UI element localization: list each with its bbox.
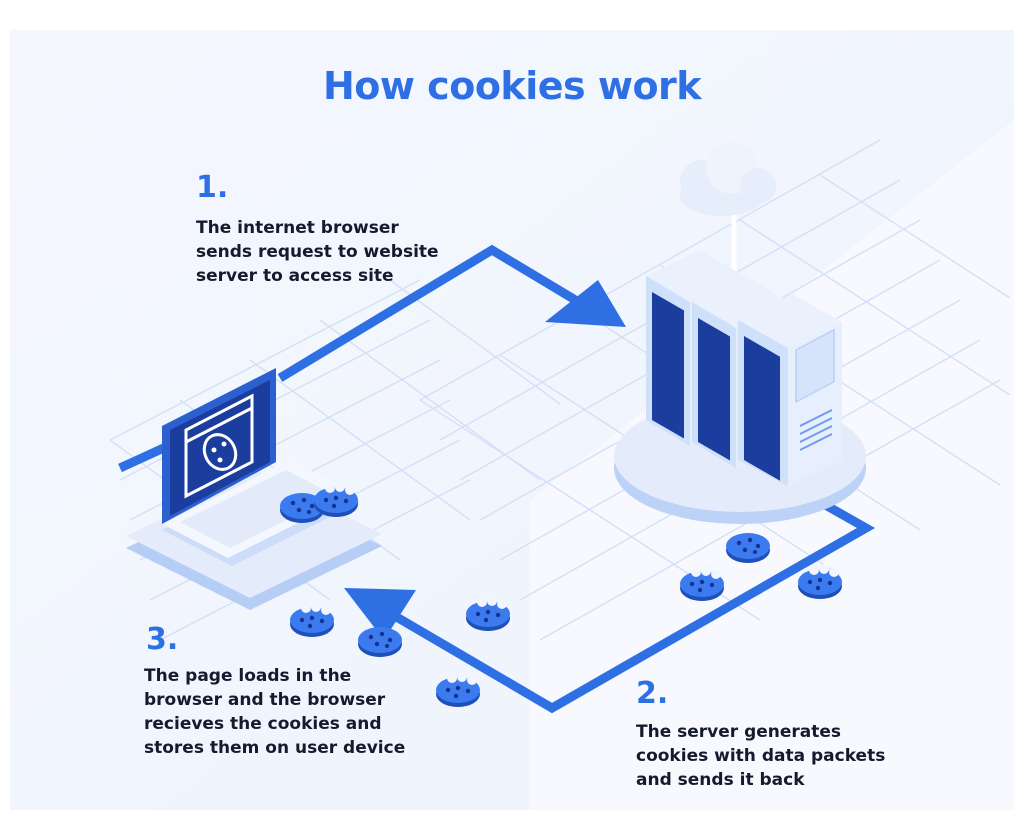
arrow-icon [344,588,416,640]
browser-window-icon [184,393,254,499]
step-2-number: 2. [636,676,669,711]
step-2-line: cookies with data packets [636,746,886,766]
cloud-icon [680,142,776,292]
laptop-icon [162,368,360,566]
step-3-line: stores them on user device [144,738,406,758]
step-1-number: 1. [196,170,229,205]
step-3-description: The page loads in the browser and the br… [144,664,405,760]
flow-path-request [118,244,626,473]
flow-path-response [344,490,876,714]
step-1-description: The internet browser sends request to we… [196,216,439,288]
step-2-line: and sends it back [636,770,805,790]
step-2-description: The server generates cookies with data p… [636,720,885,792]
page-title: How cookies work [322,64,702,108]
server-rack-icon [646,250,842,486]
step-1-line: server to access site [196,266,394,286]
arrow-icon [545,280,626,327]
cookie-icon [726,533,770,563]
step-3-line: browser and the browser [144,690,386,710]
step-1-line: sends request to website [196,242,439,262]
step-3-line: The page loads in the [144,666,352,686]
step-3-number: 3. [146,622,179,657]
cookie-icon [202,433,238,471]
cookie-icon [358,627,402,657]
step-1-line: The internet browser [196,218,399,238]
step-3-line: recieves the cookies and [144,714,382,734]
step-2-line: The server generates [636,722,842,742]
